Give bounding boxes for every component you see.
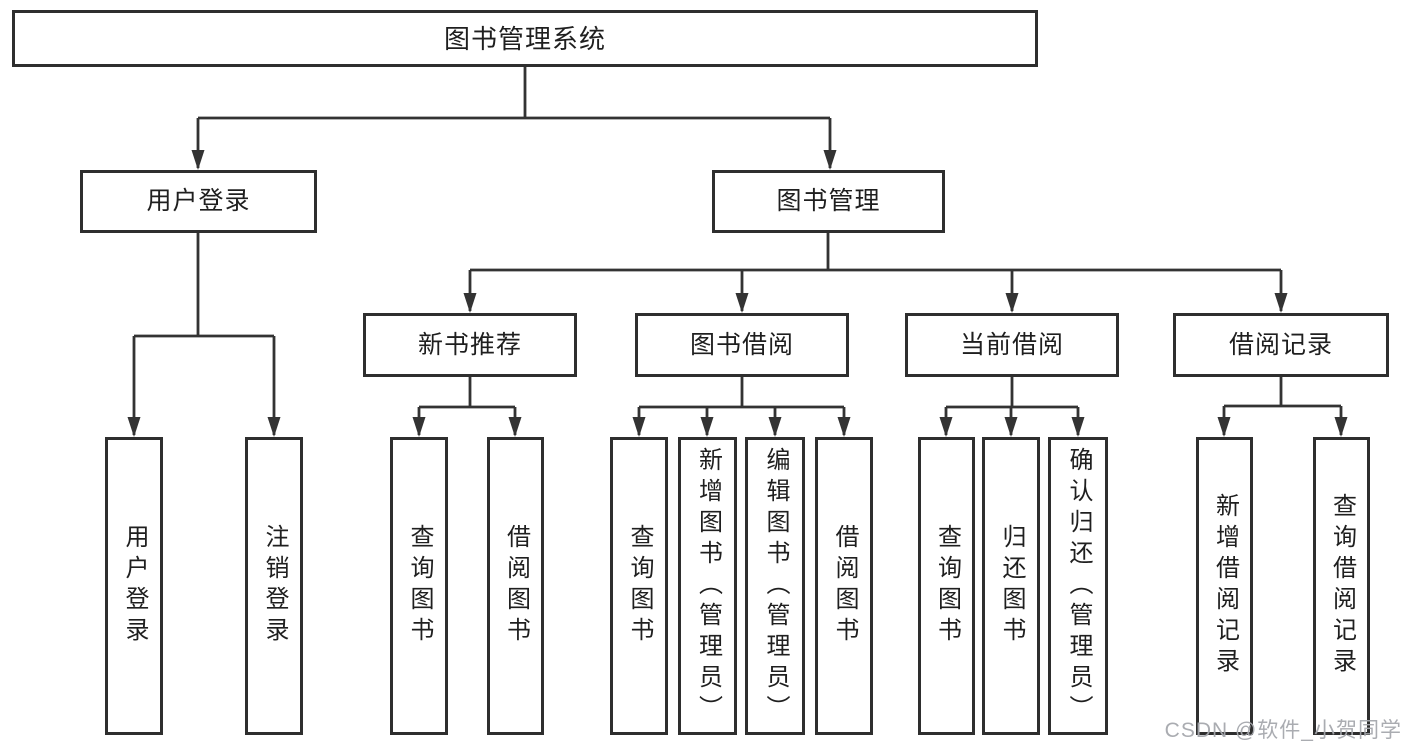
leaf-label: 新增图书（管理员） [694,446,722,726]
node-label: 图书管理 [776,187,881,215]
leaf-label: 查询借阅记录 [1328,493,1356,679]
node-label: 新书推荐 [417,330,522,359]
leaf-label: 查询图书 [626,524,653,648]
node-library-management-system: 图书管理系统 [12,10,1038,67]
leaf-query-borrow-record: 查询借阅记录 [1313,437,1370,735]
leaf-borrow-books: 借阅图书 [815,437,873,735]
leaf-edit-book-admin: 编辑图书（管理员） [745,437,805,735]
leaf-add-book-admin: 新增图书（管理员） [678,437,737,735]
leaf-add-borrow-record: 新增借阅记录 [1196,437,1253,735]
node-book-borrowing: 图书借阅 [635,313,849,377]
leaf-label: 确认归还（管理员） [1065,446,1092,726]
leaf-label: 查询图书 [406,524,433,648]
node-label: 借阅记录 [1228,330,1333,359]
leaf-label: 新增借阅记录 [1211,493,1239,679]
leaf-query-books-recommend: 查询图书 [390,437,448,735]
leaf-label: 注销登录 [261,524,288,648]
leaf-label: 用户登录 [121,524,148,648]
node-book-management: 图书管理 [712,170,945,233]
leaf-confirm-return-admin: 确认归还（管理员） [1048,437,1108,735]
node-new-book-recommend: 新书推荐 [363,313,577,377]
node-label: 用户登录 [146,187,251,215]
node-label: 图书借阅 [689,330,794,359]
csdn-watermark: CSDN @软件_小贺同学 [1164,719,1402,742]
leaf-label: 借阅图书 [831,524,858,648]
leaf-borrow-books-recommend: 借阅图书 [487,437,544,735]
node-user-login: 用户登录 [80,170,317,233]
leaf-label: 归还图书 [998,524,1025,648]
leaf-logout: 注销登录 [245,437,303,735]
node-current-borrowing: 当前借阅 [905,313,1119,377]
leaf-query-books-current: 查询图书 [918,437,975,735]
leaf-label: 借阅图书 [502,524,530,648]
leaf-user-login: 用户登录 [105,437,163,735]
leaf-return-book: 归还图书 [982,437,1040,735]
leaf-query-books-borrowing: 查询图书 [610,437,668,735]
leaf-label: 查询图书 [933,524,961,648]
leaf-label: 编辑图书（管理员） [762,446,789,726]
node-label: 当前借阅 [959,330,1064,359]
node-label: 图书管理系统 [443,23,606,54]
node-borrowing-records: 借阅记录 [1173,313,1389,377]
